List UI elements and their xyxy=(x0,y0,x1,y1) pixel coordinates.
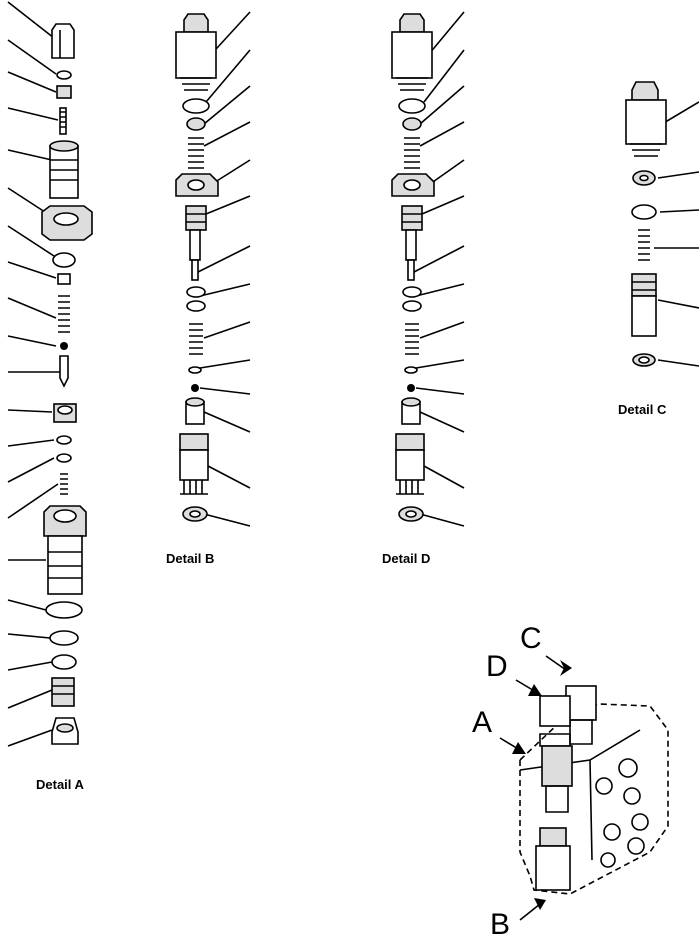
detail-c-leader-lines xyxy=(654,101,699,367)
detail-a-leader-lines xyxy=(7,1,60,747)
detail-b-caption: Detail B xyxy=(166,551,214,566)
detail-a-caption: Detail A xyxy=(36,777,85,792)
view-label-a: A xyxy=(472,706,492,739)
detail-c-parts xyxy=(625,81,667,367)
detail-b-parts xyxy=(175,13,219,522)
control-valve-assembly: C D A B xyxy=(472,622,669,939)
detail-d-caption: Detail D xyxy=(382,551,430,566)
detail-d-group: Detail D xyxy=(382,11,465,566)
view-label-c: C xyxy=(520,622,542,655)
detail-b-group: Detail B xyxy=(166,11,251,566)
view-label-b: B xyxy=(490,908,510,939)
detail-b-leader-lines xyxy=(197,11,251,527)
detail-a-parts xyxy=(41,23,93,745)
view-label-d: D xyxy=(486,650,508,683)
detail-c-caption: Detail C xyxy=(618,402,667,417)
detail-c-group: Detail C xyxy=(618,81,699,417)
detail-d-parts xyxy=(391,13,435,522)
detail-a-group: Detail A xyxy=(7,1,93,792)
